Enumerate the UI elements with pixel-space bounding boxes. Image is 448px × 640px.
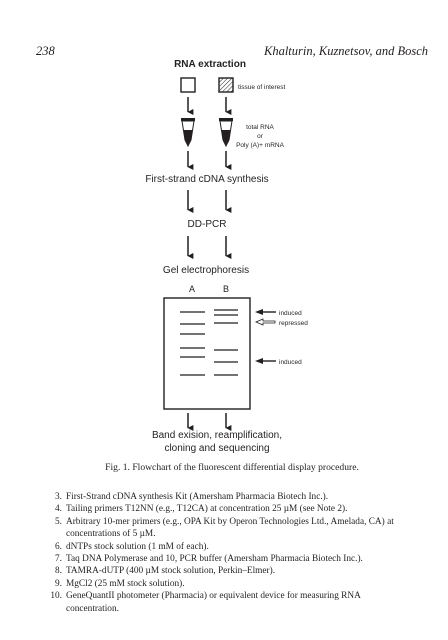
step-rna-extraction: RNA extraction bbox=[174, 59, 246, 70]
tube-icon-right bbox=[219, 118, 233, 148]
materials-list: 3. First-Strand cDNA synthesis Kit (Amers… bbox=[50, 491, 405, 615]
list-item-text: MgCl2 (25 mM stock solution). bbox=[66, 578, 185, 589]
list-item-text: GeneQuantII photometer (Pharmacia) or eq… bbox=[66, 591, 361, 614]
sample-box-control bbox=[180, 77, 196, 93]
list-item-text: Taq DNA Polymerase and 10, PCR buffer (A… bbox=[66, 554, 363, 565]
list-item-number: 6. bbox=[55, 541, 62, 552]
running-head-authors: Khalturin, Kuznetsov, and Bosch bbox=[263, 44, 428, 58]
list-item-number: 9. bbox=[55, 578, 62, 589]
figure-caption: Fig. 1. Flowchart of the fluorescent dif… bbox=[105, 462, 359, 473]
list-item-text: First-Strand cDNA synthesis Kit (Amersha… bbox=[66, 492, 329, 502]
list-item: 5. Arbitrary 10-mer primers (e.g., OPA Ki… bbox=[50, 516, 405, 541]
list-item: 8. TAMRA-dUTP (400 µM stock solution, Per… bbox=[50, 565, 405, 577]
step-band-line-1: Band exision, reamplification, bbox=[152, 430, 282, 441]
list-item: 3. First-Strand cDNA synthesis Kit (Amers… bbox=[50, 491, 405, 503]
list-item-text: dNTPs stock solution (1 mM of each). bbox=[66, 541, 209, 552]
flowchart-figure: RNA extraction tissue of interest total … bbox=[145, 59, 308, 454]
sample-box-tissue bbox=[218, 77, 234, 93]
label-induced-1: induced bbox=[279, 310, 302, 317]
step-band-line-2: cloning and sequencing bbox=[164, 443, 269, 454]
arrow-down-icon bbox=[187, 413, 232, 431]
arrow-down-icon bbox=[187, 97, 232, 115]
arrow-left-icon bbox=[255, 309, 276, 315]
arrow-left-icon bbox=[255, 358, 276, 364]
label-poly-a: Poly (A)+ mRNA bbox=[236, 142, 285, 149]
list-item: 7. Taq DNA Polymerase and 10, PCR buffer … bbox=[50, 553, 405, 565]
list-item-number: 5. bbox=[55, 516, 62, 527]
list-item: 10. GeneQuantII photometer (Pharmacia) or… bbox=[50, 590, 405, 615]
open-arrow-left-icon bbox=[254, 318, 276, 326]
page-header: 238 Khalturin, Kuznetsov, and Bosch bbox=[36, 44, 428, 60]
list-item-number: 4. bbox=[55, 504, 62, 515]
list-item: 9. MgCl2 (25 mM stock solution). bbox=[50, 578, 405, 590]
label-or: or bbox=[257, 133, 264, 140]
list-item-number: 10. bbox=[50, 591, 62, 602]
list-item: 4. Tailing primers T12NN (e.g., T12CA) at… bbox=[50, 503, 405, 515]
arrow-down-icon bbox=[187, 151, 232, 170]
lane-label-b: B bbox=[223, 284, 229, 294]
list-item-number: 3. bbox=[55, 492, 62, 502]
tube-icon-left bbox=[181, 118, 195, 148]
list-item: 6. dNTPs stock solution (1 mM of each). bbox=[50, 541, 405, 553]
arrow-down-icon bbox=[187, 236, 232, 259]
gel-bands bbox=[180, 309, 238, 376]
step-gel: Gel electrophoresis bbox=[163, 265, 249, 276]
label-repressed: repressed bbox=[279, 320, 308, 327]
page-number: 238 bbox=[36, 44, 55, 58]
label-tissue: tissue of interest bbox=[238, 84, 286, 91]
list-item-number: 8. bbox=[55, 566, 62, 577]
arrow-down-icon bbox=[187, 190, 232, 213]
list-item-number: 7. bbox=[55, 554, 62, 565]
list-item-text: Tailing primers T12NN (e.g., T12CA) at c… bbox=[66, 504, 348, 515]
list-item-text: Arbitrary 10-mer primers (e.g., OPA Kit … bbox=[66, 516, 394, 540]
step-first-strand: First-strand cDNA synthesis bbox=[145, 174, 268, 185]
list-item-text: TAMRA-dUTP (400 µM stock solution, Perki… bbox=[66, 566, 276, 577]
step-ddpcr: DD-PCR bbox=[188, 219, 227, 230]
lane-label-a: A bbox=[189, 284, 195, 294]
gel-frame bbox=[163, 297, 251, 410]
label-induced-2: induced bbox=[279, 359, 302, 366]
label-total-rna: total RNA bbox=[246, 124, 274, 131]
